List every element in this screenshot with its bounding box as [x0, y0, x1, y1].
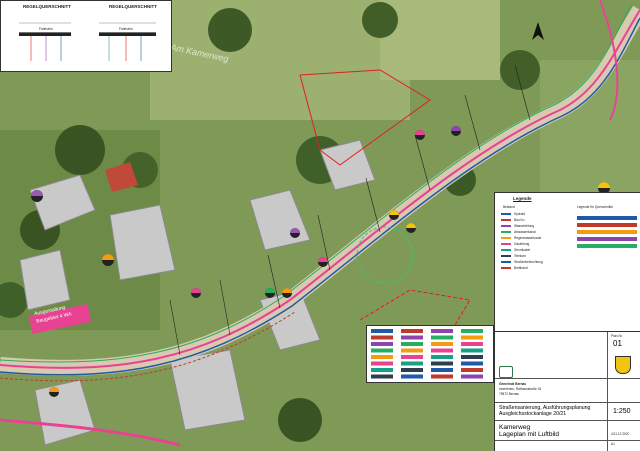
color-swatch: [431, 368, 453, 372]
legend-item: Gasleitung: [501, 241, 575, 247]
legend-panel: Legende Bestand Legende für Querschnitte…: [494, 192, 640, 332]
legend-item-label: Telekom: [514, 254, 526, 258]
legend-item: Bau Ku: [501, 217, 575, 223]
color-swatch: [371, 329, 393, 333]
legend-swatch: [501, 261, 511, 263]
color-swatch: [371, 335, 393, 340]
color-swatch: [401, 329, 423, 333]
legend-swatch: [501, 255, 511, 257]
cross-section-title-right: REGELQUERSCHNITT: [109, 4, 158, 9]
legend-swatch: [501, 213, 511, 215]
legend-item-label: Stromkabel: [514, 248, 531, 252]
color-swatch: [431, 361, 453, 366]
legend-item-label: Wasserleitung: [514, 224, 535, 228]
legend-swatch: [501, 231, 511, 233]
color-swatch: [461, 329, 483, 333]
legend-item: Abwasserkanal: [501, 229, 575, 235]
cross-section-drawing: [19, 22, 156, 61]
cross-section-label-left: Fahrbahn: [39, 27, 53, 31]
legend-item: Straßenbeleuchtung: [501, 259, 575, 265]
plan-number-label: Plan-Nr.: [611, 334, 623, 338]
color-swatch: [461, 368, 483, 372]
legend-swatch: [501, 237, 511, 239]
legend-swatch: [501, 219, 511, 221]
color-swatch: [461, 374, 483, 379]
legend-item-label: Abwasserkanal: [514, 230, 536, 234]
project-title-1: Straßensanierung, Ausführungsplanung: [499, 405, 591, 411]
color-swatch: [461, 361, 483, 366]
legend-item-label: Breitband: [514, 266, 528, 270]
color-legend-table: [366, 325, 494, 383]
color-swatch: [401, 348, 423, 353]
color-swatch: [401, 355, 423, 359]
legend-heading: Legende: [513, 196, 532, 201]
legend-qs-swatches: [577, 213, 637, 251]
color-swatch: [461, 342, 483, 346]
legend-item: Wasserleitung: [501, 223, 575, 229]
legend-item-label: Bau Ku: [514, 218, 525, 222]
plan-name-2: Lageplan mit Luftbild: [499, 431, 559, 438]
plan-format: A1: [611, 442, 615, 446]
color-swatch: [371, 361, 393, 366]
scale-value: 1:250: [613, 408, 631, 415]
legend-item: Breitband: [501, 265, 575, 271]
plan-number: 01: [613, 339, 622, 348]
legend-item-label: Regenwasserkanal: [514, 236, 542, 240]
color-swatch: [431, 348, 453, 353]
legend-item: Telekom: [501, 253, 575, 259]
legend-subheading: Bestand: [503, 205, 515, 209]
legend-swatch: [501, 243, 511, 245]
legend-swatch: [501, 267, 511, 269]
color-swatch: [461, 355, 483, 359]
color-swatch: [431, 329, 453, 333]
color-swatch: [371, 374, 393, 379]
legend-item-label: Hydrant: [514, 212, 526, 216]
color-swatch: [371, 368, 393, 372]
color-swatch: [431, 335, 453, 340]
legend-item: Regenwasserkanal: [501, 235, 575, 241]
cross-section-label-right: Fahrbahn: [119, 27, 133, 31]
color-swatch: [401, 374, 423, 379]
color-swatch: [431, 342, 453, 346]
color-swatch: [401, 342, 423, 346]
color-swatch: [371, 348, 393, 353]
plan-date: 4/11.12.2020: [611, 432, 630, 436]
office-logo-icon: [499, 366, 513, 378]
legend-item: Stromkabel: [501, 247, 575, 253]
color-swatch: [371, 355, 393, 359]
legend-item: Hydrant: [501, 211, 575, 217]
coat-of-arms-icon: [615, 356, 631, 374]
legend-item-label: Gasleitung: [514, 242, 530, 246]
color-swatch: [461, 348, 483, 353]
color-legend-swatches: [371, 329, 483, 379]
owner-line-2: Innerlehen, Rathausstraße 18: [499, 387, 542, 391]
legend-item-label: Straßenbeleuchtung: [514, 260, 543, 264]
plan-name-1: Kamerweg: [499, 424, 531, 431]
cross-section-title-left: REGELQUERSCHNITT: [23, 4, 72, 9]
color-swatch: [401, 335, 423, 340]
cross-section-panel: REGELQUERSCHNITT REGELQUERSCHNITT Fahrba…: [0, 0, 172, 72]
legend-swatch: [501, 249, 511, 251]
color-swatch: [431, 374, 453, 379]
color-swatch: [401, 361, 423, 366]
color-swatch: [461, 335, 483, 340]
title-block: Plan-Nr. 01 Gemeinde Bernau Innerlehen, …: [494, 331, 640, 451]
legend-swatch: [501, 225, 511, 227]
color-swatch: [431, 355, 453, 359]
owner-line-1: Gemeinde Bernau: [499, 382, 527, 386]
color-swatch: [371, 342, 393, 346]
owner-line-3: 79872 Bernau: [499, 392, 520, 396]
color-swatch: [401, 368, 423, 372]
project-title-2: Ausgleichsstockanlage 20/21: [499, 411, 567, 417]
legend-right-heading: Legende für Querschnitte: [577, 205, 613, 209]
